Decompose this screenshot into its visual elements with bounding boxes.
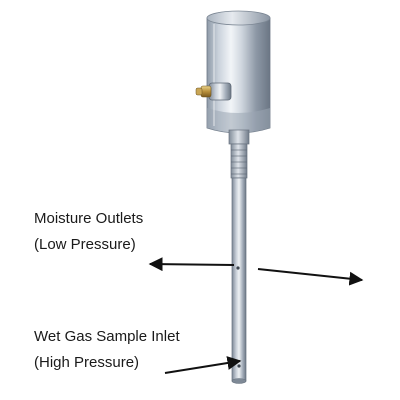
fitting-icon: [195, 82, 232, 101]
inlet-arrow-group: [164, 356, 242, 374]
sample-inlet-pressure-label: (High Pressure): [34, 354, 140, 371]
sensor-housing-icon: [206, 10, 271, 134]
inlet-arrow: [164, 356, 242, 374]
outlet-arrow-right: [257, 268, 364, 286]
moisture-outlets-label: Moisture Outlets: [34, 210, 144, 227]
sample-inlet-label: Wet Gas Sample Inlet: [34, 328, 180, 345]
coupling-icon: [228, 129, 250, 179]
probe-tube-icon: [231, 177, 247, 384]
outlet-arrow-left: [148, 257, 235, 272]
outlet-arrows: [148, 257, 364, 286]
moisture-outlets-pressure-label: (Low Pressure): [34, 236, 136, 253]
